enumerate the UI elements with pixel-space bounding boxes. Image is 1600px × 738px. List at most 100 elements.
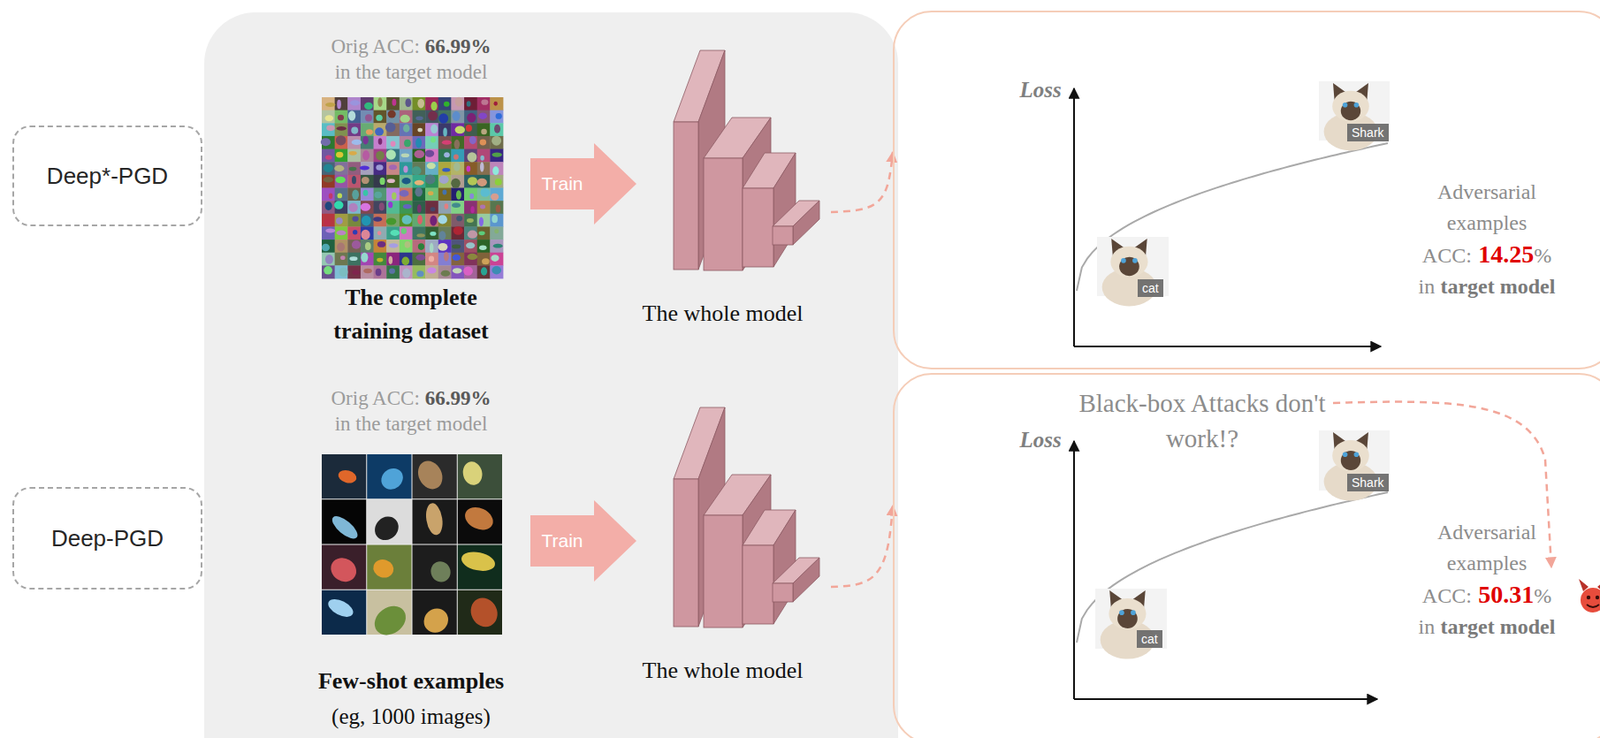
mosaic-detail bbox=[325, 154, 333, 160]
mosaic-detail bbox=[335, 217, 343, 225]
mosaic-detail bbox=[389, 229, 400, 237]
mosaic-tile bbox=[386, 110, 400, 124]
dataset-caption: The complete training dataset bbox=[333, 284, 489, 344]
mosaic-tile bbox=[373, 122, 388, 137]
mosaic-detail bbox=[465, 124, 473, 132]
mosaic-detail bbox=[326, 125, 335, 132]
eye bbox=[1595, 595, 1600, 600]
mosaic-tile bbox=[438, 252, 452, 267]
mosaic-tile bbox=[373, 175, 388, 189]
mosaic-detail bbox=[363, 190, 369, 197]
mosaic-detail bbox=[378, 137, 383, 145]
mosaic-detail bbox=[443, 101, 450, 107]
mosaic-tile bbox=[450, 200, 465, 214]
mosaic-detail bbox=[374, 127, 384, 136]
mosaic-tile bbox=[373, 161, 388, 176]
mosaic-detail bbox=[480, 129, 488, 135]
mosaic-detail bbox=[337, 193, 343, 199]
cat-head bbox=[1332, 91, 1370, 122]
block-side bbox=[792, 200, 820, 245]
mosaic-tile bbox=[464, 239, 478, 253]
mosaic-tile bbox=[464, 110, 478, 124]
cat-mask bbox=[1340, 101, 1361, 121]
mosaic-detail bbox=[480, 266, 488, 275]
edge-label: Train bbox=[540, 529, 583, 553]
mosaic-detail bbox=[325, 254, 334, 265]
y-axis bbox=[1073, 441, 1075, 700]
block-front bbox=[772, 583, 793, 602]
cat-eye bbox=[1342, 451, 1349, 458]
mosaic-detail bbox=[403, 204, 412, 209]
mosaic-tile bbox=[477, 265, 491, 279]
mosaic-tile bbox=[373, 136, 388, 150]
method-box: Deep-PGD bbox=[12, 487, 203, 590]
eye bbox=[1586, 595, 1591, 600]
mosaic-tile bbox=[450, 265, 465, 279]
text-group: Orig ACC:66.99%in the target model bbox=[291, 385, 531, 437]
mosaic-detail bbox=[361, 215, 372, 227]
accuracy-note: Orig ACC: bbox=[330, 387, 420, 410]
mosaic-tile bbox=[399, 97, 413, 111]
mosaic-detail bbox=[377, 230, 382, 236]
mosaic-tile bbox=[450, 149, 465, 163]
fewshot-tile bbox=[321, 590, 366, 635]
mosaic-detail bbox=[328, 193, 334, 199]
accuracy-note: in the target model bbox=[335, 60, 488, 84]
mosaic-detail bbox=[428, 255, 435, 262]
mosaic-tile bbox=[335, 252, 349, 267]
mosaic-tile bbox=[335, 97, 349, 111]
text-line: Few-shot examples bbox=[291, 664, 531, 699]
mosaic-detail bbox=[391, 192, 397, 200]
text-group: The whole model bbox=[636, 300, 809, 328]
mosaic-detail bbox=[349, 256, 358, 261]
mosaic-tile bbox=[360, 200, 374, 214]
mosaic-detail bbox=[453, 162, 460, 172]
cat-head bbox=[1110, 246, 1148, 278]
mosaic-tile bbox=[347, 226, 361, 240]
fewshot-tile bbox=[457, 545, 503, 590]
mosaic-tile bbox=[438, 188, 452, 202]
mosaic-tile bbox=[425, 110, 439, 124]
cat-eye bbox=[1119, 609, 1125, 616]
mosaic-detail bbox=[450, 178, 461, 189]
mosaic-detail bbox=[441, 190, 447, 196]
mosaic-tile bbox=[438, 226, 452, 240]
mosaic-tile bbox=[360, 175, 374, 189]
dataset-block: Orig ACC:66.99%in the target modelThe co… bbox=[291, 30, 531, 350]
mosaic-detail bbox=[451, 244, 461, 250]
result-text: ACC: bbox=[1422, 243, 1472, 267]
fewshot-tile bbox=[457, 590, 503, 635]
mosaic-tile bbox=[347, 265, 361, 279]
mosaic-tile bbox=[489, 97, 503, 111]
mosaic-detail bbox=[490, 254, 499, 262]
mosaic-tile bbox=[347, 161, 361, 176]
mosaic-detail bbox=[336, 99, 342, 109]
mosaic-detail bbox=[491, 266, 502, 275]
result-text: in bbox=[1418, 274, 1436, 298]
mosaic-tile bbox=[335, 149, 349, 163]
mosaic-tile bbox=[425, 239, 439, 253]
siamese-cat bbox=[1095, 588, 1167, 660]
mosaic-tile bbox=[477, 149, 491, 163]
mosaic-detail bbox=[377, 97, 382, 107]
mosaic-tile bbox=[335, 175, 349, 189]
text-line: intarget model bbox=[1380, 611, 1593, 643]
text-line: Adversarial examples bbox=[1420, 517, 1554, 580]
mosaic-tile bbox=[412, 136, 427, 150]
mosaic-tile bbox=[399, 213, 413, 228]
mosaic-detail bbox=[443, 251, 450, 262]
cat-eye bbox=[1354, 102, 1360, 108]
mosaic-tile bbox=[399, 161, 413, 176]
mosaic-detail bbox=[495, 113, 503, 120]
text-group: Few-shot examples bbox=[291, 664, 531, 699]
mosaic-detail bbox=[404, 241, 412, 249]
text-line: ACC:50.31% bbox=[1380, 579, 1593, 612]
mosaic-tile bbox=[489, 149, 503, 163]
mosaic-tile bbox=[321, 188, 336, 202]
mosaic-detail bbox=[339, 266, 349, 277]
mosaic-detail bbox=[442, 127, 448, 137]
train-arrow bbox=[530, 143, 637, 225]
mosaic-detail bbox=[414, 180, 425, 186]
mosaic-tile bbox=[360, 97, 374, 111]
method-box: Deep*-PGD bbox=[12, 125, 203, 227]
